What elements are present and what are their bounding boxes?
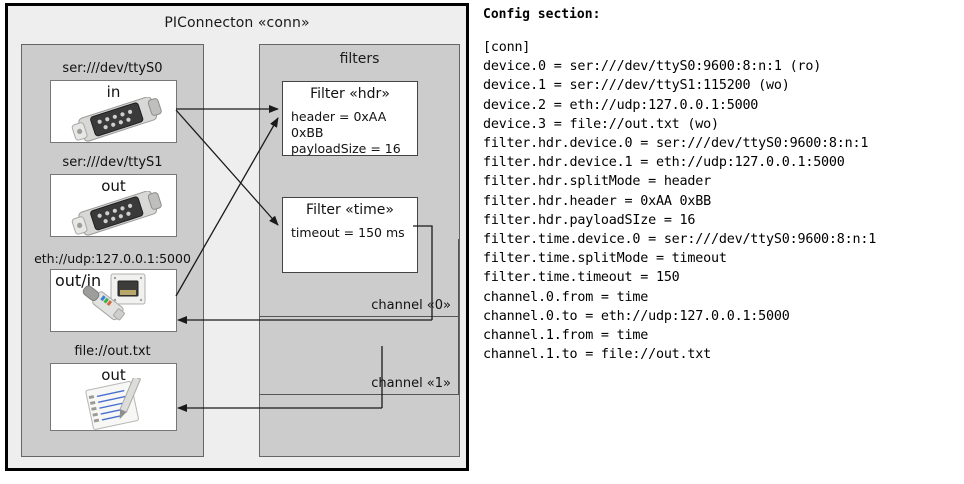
filter-props-hdr: header = 0xAA 0xBB payloadSize = 16 [291, 109, 417, 157]
config-line: channel.1.to = file://out.txt [483, 347, 711, 363]
config-line: filter.hdr.splitMode = header [483, 174, 711, 190]
channel-region-1: channel «1» [259, 317, 459, 395]
config-heading: Config section: [483, 7, 601, 22]
config-line: channel.0.to = eth://udp:127.0.0.1:5000 [483, 308, 790, 324]
device-direction-eth: out/in [55, 271, 102, 290]
config-line: filter.time.timeout = 150 [483, 270, 680, 286]
filters-panel: filters Filter «hdr» header = 0xAA 0xBB … [259, 44, 460, 457]
config-line: channel.1.from = time [483, 328, 649, 344]
channel-label-1: channel «1» [371, 376, 451, 391]
config-line: filter.time.splitMode = timeout [483, 251, 727, 267]
config-line: filter.hdr.payloadSIze = 16 [483, 212, 696, 228]
filter-prop: header = 0xAA 0xBB [291, 109, 387, 140]
filter-box-hdr[interactable]: Filter «hdr» header = 0xAA 0xBB payloadS… [282, 81, 418, 156]
device-box-file[interactable]: out [50, 363, 177, 431]
device-direction-ttyS1: out [101, 177, 126, 195]
channel-label-0: channel «0» [371, 298, 451, 313]
device-label-eth: eth://udp:127.0.0.1:5000 [34, 251, 191, 266]
device-label-ttyS0: ser:///dev/ttyS0 [62, 61, 163, 76]
config-line: device.3 = file://out.txt (wo) [483, 116, 719, 132]
config-line: device.1 = ser:///dev/ttyS1:115200 (wo) [483, 78, 790, 94]
component-title: PIConnecton «conn» [164, 15, 310, 31]
filter-title-time: Filter «time» [306, 202, 394, 218]
filter-prop: payloadSize = 16 [291, 141, 401, 156]
device-direction-file: out [101, 366, 126, 384]
serial-port-icon [71, 97, 162, 142]
filters-panel-title: filters [339, 51, 380, 67]
device-label-ttyS1: ser:///dev/ttyS1 [62, 155, 163, 170]
config-lines: [conn] device.0 = ser:///dev/ttyS0:9600:8… [483, 38, 953, 364]
serial-port-icon [71, 191, 162, 236]
config-line: filter.hdr.device.1 = eth://udp:127.0.0.… [483, 155, 845, 171]
config-line: filter.hdr.header = 0xAA 0xBB [483, 193, 711, 209]
config-line: device.0 = ser:///dev/ttyS0:9600:8:n:1 (… [483, 59, 822, 75]
device-box-ttyS1[interactable]: out [50, 174, 177, 237]
config-line: filter.time.device.0 = ser:///dev/ttyS0:… [483, 232, 877, 248]
config-line: filter.hdr.device.0 = ser:///dev/ttyS0:9… [483, 136, 869, 152]
config-line: [conn] [483, 40, 531, 55]
config-line: device.2 = eth://udp:127.0.0.1:5000 [483, 97, 759, 113]
filter-box-time[interactable]: Filter «time» timeout = 150 ms [282, 197, 418, 273]
config-section: Config section: [conn] device.0 = ser:///… [483, 7, 953, 364]
devices-panel: ser:///dev/ttyS0 in [21, 44, 204, 457]
filter-props-time: timeout = 150 ms [291, 225, 405, 241]
ethernet-jack-icon [82, 273, 146, 321]
component-frame: PIConnecton «conn» ser:///dev/ttyS0 in [5, 3, 469, 471]
device-direction-ttyS0: in [106, 83, 121, 101]
config-line: channel.0.from = time [483, 289, 649, 305]
text-file-icon [85, 378, 142, 430]
filter-prop: timeout = 150 ms [291, 225, 405, 240]
filter-title-hdr: Filter «hdr» [310, 86, 390, 102]
device-box-eth[interactable]: out/in [50, 269, 177, 332]
channel-region-0: channel «0» [259, 239, 459, 317]
device-label-file: file://out.txt [74, 344, 151, 359]
device-box-ttyS0[interactable]: in [50, 80, 177, 143]
